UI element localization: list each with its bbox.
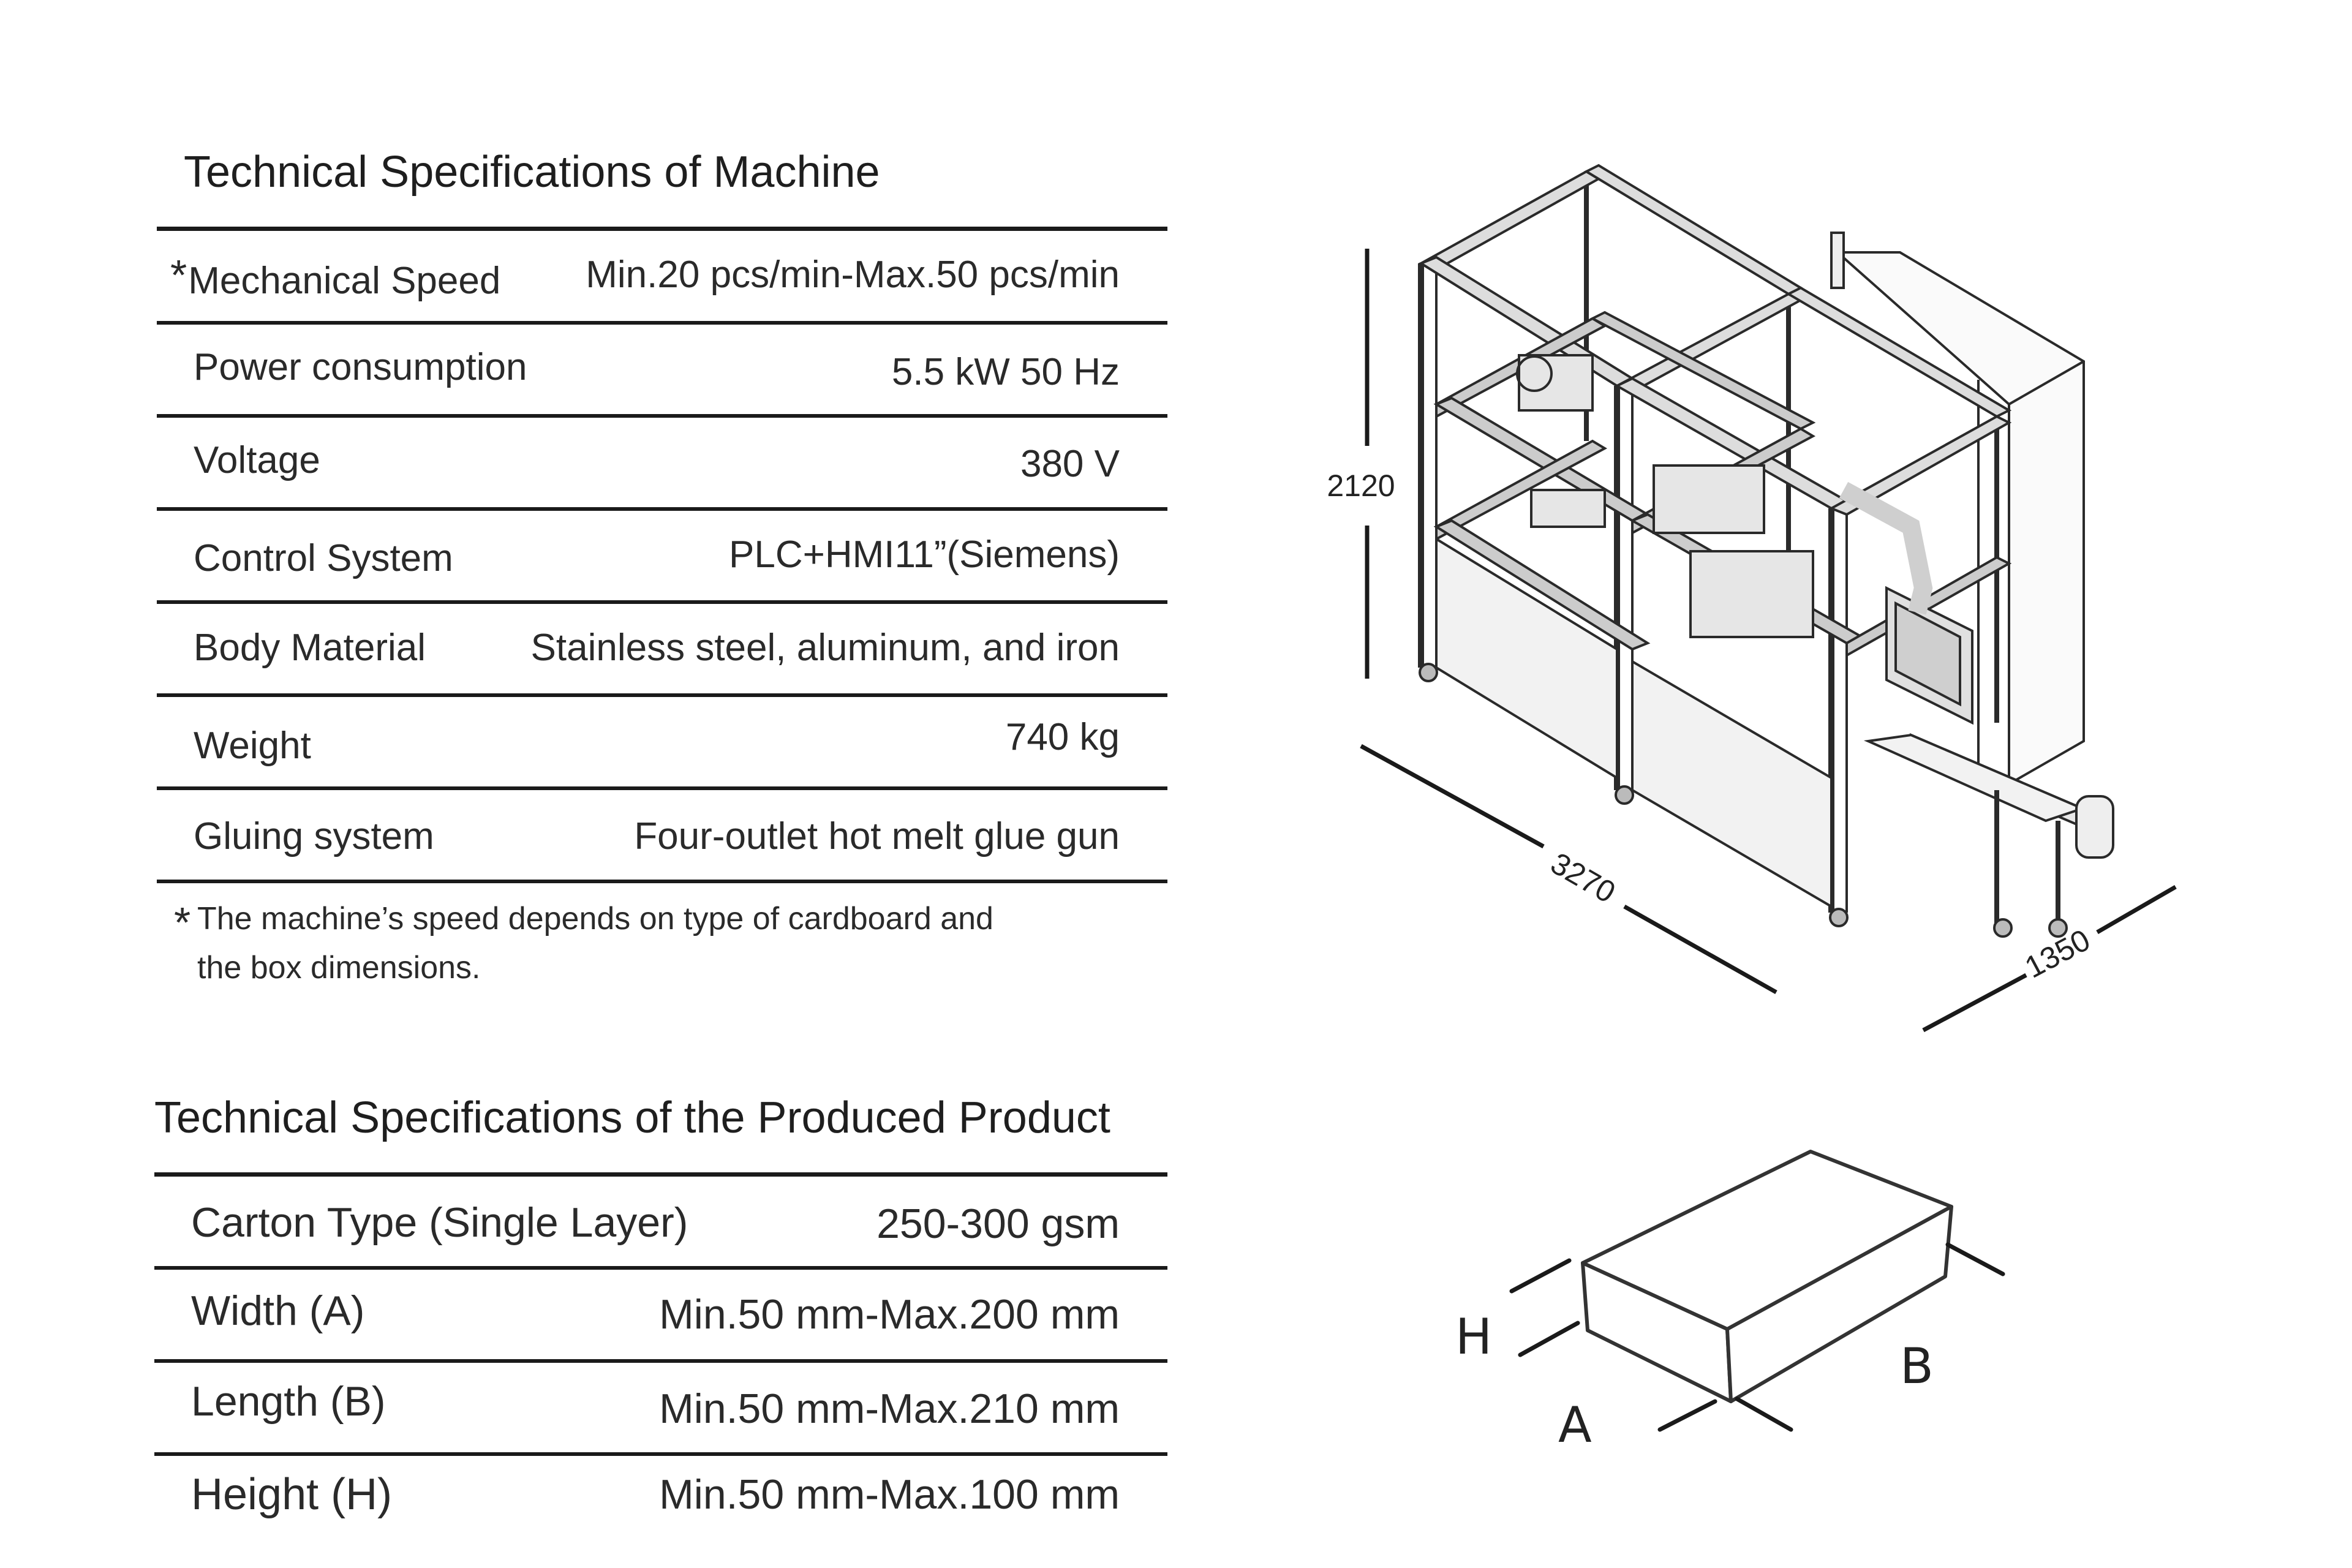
- box-h-label: H: [1455, 1308, 1492, 1365]
- footnote-line-2: the box dimensions.: [197, 950, 481, 986]
- product-row-length: Length (B) Min.50 mm-Max.210 mm: [154, 1363, 1167, 1456]
- spec-row-mechanical-speed: *Mechanical Speed Min.20 pcs/min-Max.50 …: [157, 231, 1167, 325]
- spec-label: Voltage: [194, 439, 320, 481]
- spec-value: Min.50 mm-Max.100 mm: [659, 1471, 1120, 1518]
- length-dimension: [1360, 744, 1777, 995]
- product-row-height: Height (H) Min.50 mm-Max.100 mm: [154, 1456, 1167, 1529]
- spec-label: Gluing system: [194, 815, 434, 858]
- spec-label: Body Material: [194, 627, 426, 669]
- spec-label: Control System: [194, 537, 453, 579]
- spec-label: Height (H): [191, 1470, 393, 1519]
- spec-value: 380 V: [1020, 443, 1120, 485]
- spec-value: 740 kg: [1005, 716, 1120, 758]
- spec-value: Stainless steel, aluminum, and iron: [530, 627, 1120, 669]
- box-illustration: [1581, 1150, 1953, 1403]
- footnote-line-1: The machine’s speed depends on type of c…: [197, 901, 993, 937]
- spec-value: PLC+HMI11”(Siemens): [729, 533, 1120, 576]
- spec-value: Min.20 pcs/min-Max.50 pcs/min: [586, 254, 1120, 296]
- spec-row-body-material: Body Material Stainless steel, aluminum,…: [157, 604, 1167, 697]
- product-specs-table: Carton Type (Single Layer) 250-300 gsm W…: [154, 1172, 1167, 1529]
- spec-label: Width (A): [191, 1287, 365, 1334]
- spec-label: *Mechanical Speed: [170, 251, 500, 303]
- machine-specs-table: *Mechanical Speed Min.20 pcs/min-Max.50 …: [157, 227, 1167, 883]
- box-dimension-ticks: [1509, 1242, 2005, 1432]
- spec-row-gluing-system: Gluing system Four-outlet hot melt glue …: [157, 790, 1167, 883]
- spec-value: 250-300 gsm: [876, 1200, 1120, 1247]
- box-a-label: A: [1558, 1396, 1592, 1453]
- spec-row-power: Power consumption 5.5 kW 50 Hz: [157, 325, 1167, 418]
- spec-label-text: Mechanical Speed: [188, 260, 501, 302]
- spec-label: Weight: [194, 725, 311, 767]
- spec-value: 5.5 kW 50 Hz: [891, 351, 1120, 393]
- spec-value: Min.50 mm-Max.200 mm: [659, 1291, 1120, 1338]
- footnote-asterisk: *: [174, 899, 191, 946]
- spec-label: Length (B): [191, 1378, 386, 1425]
- asterisk-mark: *: [170, 251, 187, 299]
- spec-row-voltage: Voltage 380 V: [157, 418, 1167, 511]
- height-dimension-label: 2120: [1327, 469, 1395, 503]
- spec-value: Four-outlet hot melt glue gun: [634, 815, 1120, 858]
- product-row-width: Width (A) Min.50 mm-Max.200 mm: [154, 1270, 1167, 1363]
- spec-row-weight: Weight 740 kg: [157, 697, 1167, 790]
- spec-label: Carton Type (Single Layer): [191, 1199, 688, 1246]
- width-dimension: [1922, 884, 2177, 1033]
- speed-footnote: * The machine’s speed depends on type of…: [174, 894, 993, 992]
- spec-value: Min.50 mm-Max.210 mm: [659, 1385, 1120, 1432]
- product-specs-title: Technical Specifications of the Produced…: [154, 1093, 1110, 1142]
- machine-specs-title: Technical Specifications of Machine: [184, 148, 880, 197]
- spec-row-control-system: Control System PLC+HMI11”(Siemens): [157, 511, 1167, 604]
- spec-label: Power consumption: [194, 346, 527, 388]
- machine-illustration: [1418, 164, 2114, 938]
- product-row-carton-type: Carton Type (Single Layer) 250-300 gsm: [154, 1177, 1167, 1270]
- box-b-label: B: [1900, 1338, 1934, 1395]
